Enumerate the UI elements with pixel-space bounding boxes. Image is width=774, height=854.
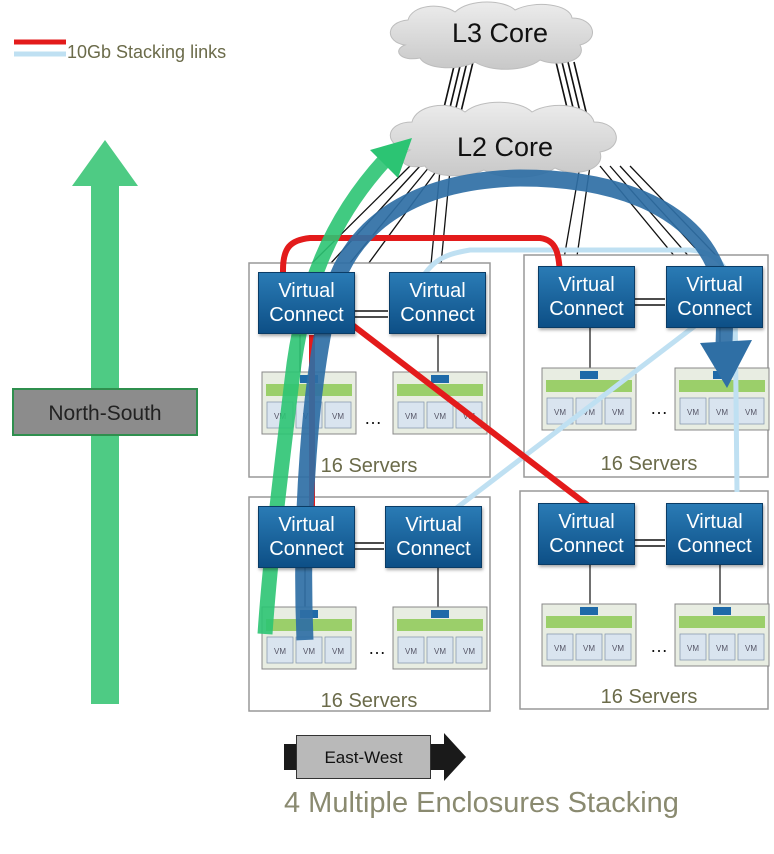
vc-label-line1: Virtual <box>278 514 335 536</box>
vm-tile <box>426 636 454 664</box>
vm-label: VM <box>583 408 595 417</box>
vm-tile <box>679 397 707 425</box>
vc-label-line1: Virtual <box>558 274 615 296</box>
vm-tile <box>397 401 425 429</box>
vc-label-line2: Connect <box>400 304 475 326</box>
server-ellipsis-3: … <box>368 638 386 658</box>
l2-core-cloud <box>389 101 617 178</box>
vc-label-line2: Connect <box>269 538 344 560</box>
vm-tile <box>397 636 425 664</box>
east-west-label: East-West <box>296 735 431 779</box>
vm-label: VM <box>745 408 757 417</box>
vm-label: VM <box>434 412 446 421</box>
vm-tile <box>737 633 765 661</box>
vm-tile <box>426 401 454 429</box>
vm-label: VM <box>687 408 699 417</box>
server-ellipsis-1: … <box>364 408 382 428</box>
servers-count-2: 16 Servers <box>600 453 698 475</box>
vm-label: VM <box>687 644 699 653</box>
vm-label: VM <box>745 644 757 653</box>
l3-core-cloud <box>389 1 593 70</box>
vm-label: VM <box>332 412 344 421</box>
vm-tile <box>324 636 352 664</box>
vm-tile <box>604 397 632 425</box>
l2-core-label: L2 Core <box>456 132 554 162</box>
vc-label-line2: Connect <box>396 538 471 560</box>
vc-label-line2: Connect <box>549 535 624 557</box>
vm-tile <box>575 633 603 661</box>
diagram-caption: 4 Multiple Enclosures Stacking <box>284 787 679 819</box>
vc-pair-links <box>355 298 665 550</box>
vm-label: VM <box>463 647 475 656</box>
server-block: VM VM VM <box>392 606 488 670</box>
vm-label: VM <box>612 408 624 417</box>
l3-core-label: L3 Core <box>451 18 549 48</box>
vm-tile <box>679 633 707 661</box>
vc-label-line2: Connect <box>549 298 624 320</box>
vm-label: VM <box>274 647 286 656</box>
vm-label: VM <box>405 647 417 656</box>
vm-tile <box>324 401 352 429</box>
vm-label: VM <box>716 644 728 653</box>
server-block: VM VM VM <box>541 367 637 431</box>
vm-tile <box>737 397 765 425</box>
legend-label: 10Gb Stacking links <box>67 42 227 62</box>
vm-label: VM <box>303 647 315 656</box>
vc-label-line1: Virtual <box>558 511 615 533</box>
server-ellipsis-2: … <box>650 398 668 418</box>
servers-count-1: 16 Servers <box>320 455 418 477</box>
vc-label-line1: Virtual <box>686 511 743 533</box>
vm-tile <box>546 633 574 661</box>
servers-count-4: 16 Servers <box>600 686 698 708</box>
north-south-arrow <box>72 140 138 704</box>
vm-tile <box>708 397 736 425</box>
vm-label: VM <box>554 644 566 653</box>
vc-label-line1: Virtual <box>278 280 335 302</box>
vc-label-line1: Virtual <box>686 274 743 296</box>
legend-swatch <box>14 39 66 57</box>
vc-label-line2: Connect <box>269 304 344 326</box>
vc-label-line2: Connect <box>677 298 752 320</box>
servers-count-3: 16 Servers <box>320 690 418 712</box>
vm-tile <box>266 636 294 664</box>
vc-label-line2: Connect <box>677 535 752 557</box>
server-block: VM VM VM <box>541 603 637 667</box>
vm-label: VM <box>583 644 595 653</box>
vc-label-line1: Virtual <box>409 280 466 302</box>
vm-tile <box>708 633 736 661</box>
server-block: VM VM VM <box>674 603 770 667</box>
vm-label: VM <box>332 647 344 656</box>
vm-label: VM <box>554 408 566 417</box>
vm-label: VM <box>612 644 624 653</box>
vm-label: VM <box>434 647 446 656</box>
vm-tile <box>604 633 632 661</box>
vm-label: VM <box>716 408 728 417</box>
vc-label-line1: Virtual <box>405 514 462 536</box>
vm-tile <box>455 636 483 664</box>
vm-label: VM <box>405 412 417 421</box>
north-south-label: North-South <box>12 388 198 436</box>
server-ellipsis-4: … <box>650 636 668 656</box>
